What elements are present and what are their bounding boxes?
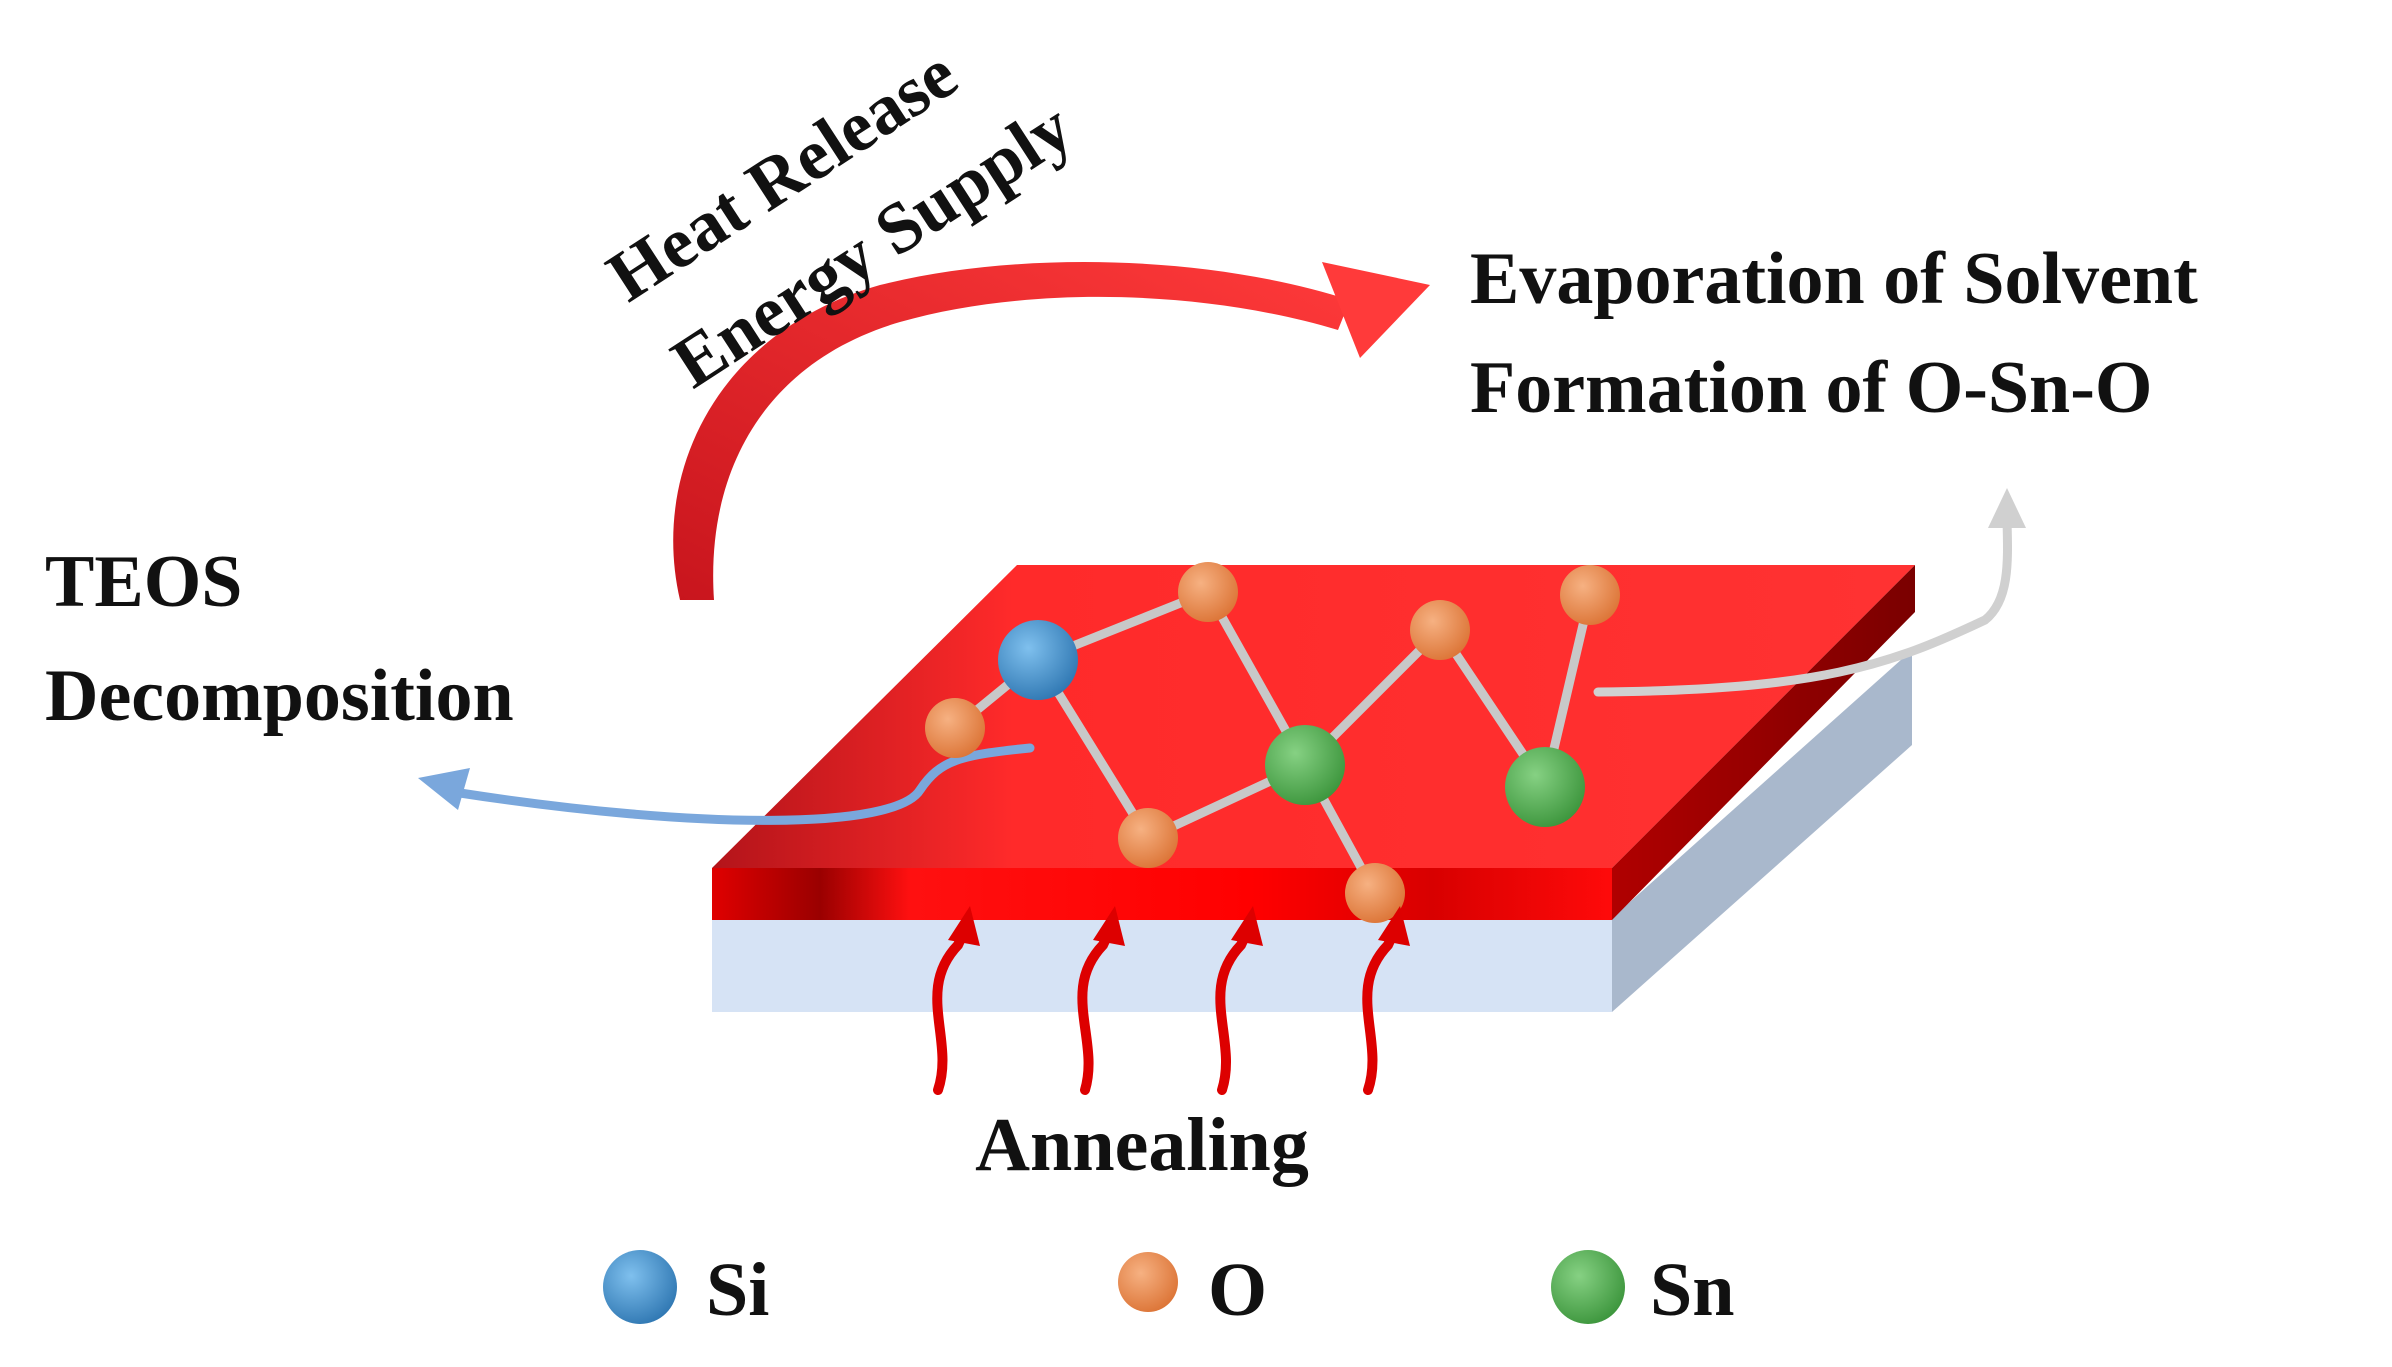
annealing-label: Annealing <box>975 1103 1309 1187</box>
atom-sn-5 <box>1265 725 1345 805</box>
film-right-face <box>1612 565 1915 920</box>
teos-arrow <box>418 743 1035 825</box>
substrate-base-front <box>712 918 1612 1012</box>
annealing-arrows <box>932 906 1410 1095</box>
anneal-arrow-2 <box>1077 906 1125 1095</box>
atom-o-1 <box>1178 562 1238 622</box>
legend-o-marker <box>1118 1252 1178 1312</box>
anneal-arrow-4 <box>1362 906 1410 1095</box>
legend-item-sn: Sn <box>1551 1248 1735 1332</box>
evaporation-label: Evaporation of Solvent <box>1470 238 2198 320</box>
atom-o-7 <box>1345 863 1405 923</box>
atom-o-6 <box>1560 565 1620 625</box>
legend-item-si: Si <box>603 1248 769 1332</box>
atom-sn-8 <box>1505 747 1585 827</box>
decomposition-label: Decomposition <box>45 655 514 737</box>
legend-sn-marker <box>1551 1250 1625 1324</box>
atom-o-3 <box>1118 808 1178 868</box>
teos-label: TEOS <box>45 541 242 623</box>
solvent-arrow <box>1593 488 2026 697</box>
formation-label: Formation of O-Sn-O <box>1470 347 2152 429</box>
molecule-atoms <box>925 562 1620 923</box>
legend-si-label: Si <box>706 1248 769 1332</box>
legend-item-o: O <box>1118 1248 1267 1332</box>
legend: Si O Sn <box>603 1248 1735 1332</box>
legend-sn-label: Sn <box>1650 1248 1735 1332</box>
anneal-arrow-1 <box>932 906 980 1095</box>
substrate-base-right <box>1612 650 1912 1012</box>
legend-si-marker <box>603 1250 677 1324</box>
atom-o-4 <box>1410 600 1470 660</box>
anneal-arrow-3 <box>1215 906 1263 1095</box>
atom-si-0 <box>998 620 1078 700</box>
film-front-face <box>712 868 1612 920</box>
legend-o-label: O <box>1208 1248 1267 1332</box>
heat-release-arrow <box>673 262 1430 600</box>
atom-o-2 <box>925 698 985 758</box>
